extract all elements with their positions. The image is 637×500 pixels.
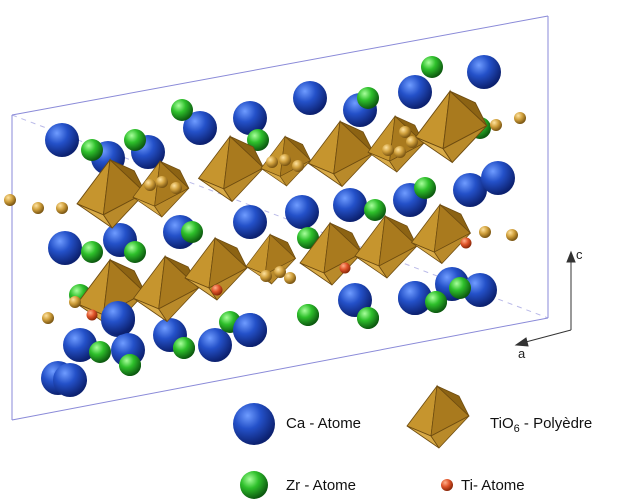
zr-atom	[89, 341, 111, 363]
o-atom	[406, 136, 418, 148]
ca-atom	[63, 328, 97, 362]
tio6-octahedron	[307, 119, 375, 188]
tio6-octahedron	[414, 89, 488, 164]
ca-atom	[45, 123, 79, 157]
front-atom-layer	[4, 112, 526, 397]
tio6-octahedron	[184, 236, 248, 301]
zr-atom	[119, 354, 141, 376]
o-atom	[479, 226, 491, 238]
zr-atom	[421, 56, 443, 78]
o-atom	[382, 144, 394, 156]
zr-atom	[449, 277, 471, 299]
ca-atom	[333, 188, 367, 222]
a-axis-arrow	[521, 329, 572, 344]
ca-atom	[398, 75, 432, 109]
c-axis-label: c	[576, 247, 583, 262]
o-atom	[56, 202, 68, 214]
ca-atom	[101, 301, 135, 335]
zr-atom	[414, 177, 436, 199]
zr-atom	[173, 337, 195, 359]
o-atom	[32, 202, 44, 214]
ca-atom	[398, 281, 432, 315]
o-atom	[4, 194, 16, 206]
ca-atom	[481, 161, 515, 195]
ca-atom	[453, 173, 487, 207]
zr-atom	[124, 241, 146, 263]
legend-ca-sphere	[233, 403, 275, 445]
zr-atom	[297, 304, 319, 326]
zr-atom	[247, 129, 269, 151]
zr-atom	[364, 199, 386, 221]
a-axis-label: a	[518, 346, 526, 361]
ti-atom	[339, 262, 351, 274]
legend-ca-label: Ca - Atome	[286, 415, 362, 432]
ca-atom	[233, 313, 267, 347]
ca-atom	[183, 111, 217, 145]
zr-atom	[357, 307, 379, 329]
ca-atom	[463, 273, 497, 307]
zr-atom	[124, 129, 146, 151]
legend-ti-label: Ti- Atome	[461, 477, 525, 494]
o-atom	[514, 112, 526, 124]
tio6-octahedron	[260, 135, 312, 187]
ti-atom	[211, 284, 223, 296]
o-atom	[399, 126, 411, 138]
zr-atom	[181, 221, 203, 243]
ca-atom	[233, 205, 267, 239]
legend-zr-label: Zr - Atome	[286, 477, 357, 494]
o-atom	[292, 160, 304, 172]
legend-symbols	[233, 384, 470, 499]
o-atom	[69, 296, 81, 308]
zr-atom	[297, 227, 319, 249]
zr-atom	[81, 139, 103, 161]
o-atom	[284, 272, 296, 284]
o-atom	[170, 182, 182, 194]
ca-atom	[293, 81, 327, 115]
tio6-octahedron	[76, 158, 146, 229]
legend-ti-sphere	[441, 479, 453, 491]
o-atom	[279, 154, 291, 166]
o-atom	[144, 179, 156, 191]
c-axis-arrowhead	[566, 250, 576, 263]
o-atom	[42, 312, 54, 324]
tio6-octahedron	[410, 203, 472, 265]
zr-atom	[357, 87, 379, 109]
zr-atom	[171, 99, 193, 121]
ca-atom	[467, 55, 501, 89]
tio6-octahedron	[132, 254, 200, 323]
a-axis-arrowhead	[514, 337, 529, 347]
o-atom	[506, 229, 518, 241]
ca-atom	[53, 363, 87, 397]
ca-atom	[198, 328, 232, 362]
ca-atom	[48, 231, 82, 265]
axes-indicator	[514, 250, 576, 347]
zr-atom	[425, 291, 447, 313]
ca-atom	[285, 195, 319, 229]
o-atom	[156, 176, 168, 188]
o-atom	[266, 156, 278, 168]
o-atom	[274, 266, 286, 278]
ca-atom	[233, 101, 267, 135]
legend-tio6-label: TiO6 - Polyèdre	[490, 415, 593, 435]
tio6-octahedron	[299, 221, 363, 286]
legend-octahedron-icon	[406, 384, 470, 449]
legend-zr-sphere	[240, 471, 268, 499]
tio6-octahedron	[354, 214, 418, 279]
ti-atom	[86, 309, 98, 321]
o-atom	[394, 146, 406, 158]
unit-cell-frame	[11, 15, 549, 421]
zr-atom	[81, 241, 103, 263]
o-atom	[260, 270, 272, 282]
tio6-octahedron	[197, 134, 265, 203]
ti-atom	[460, 237, 472, 249]
o-atom	[490, 119, 502, 131]
